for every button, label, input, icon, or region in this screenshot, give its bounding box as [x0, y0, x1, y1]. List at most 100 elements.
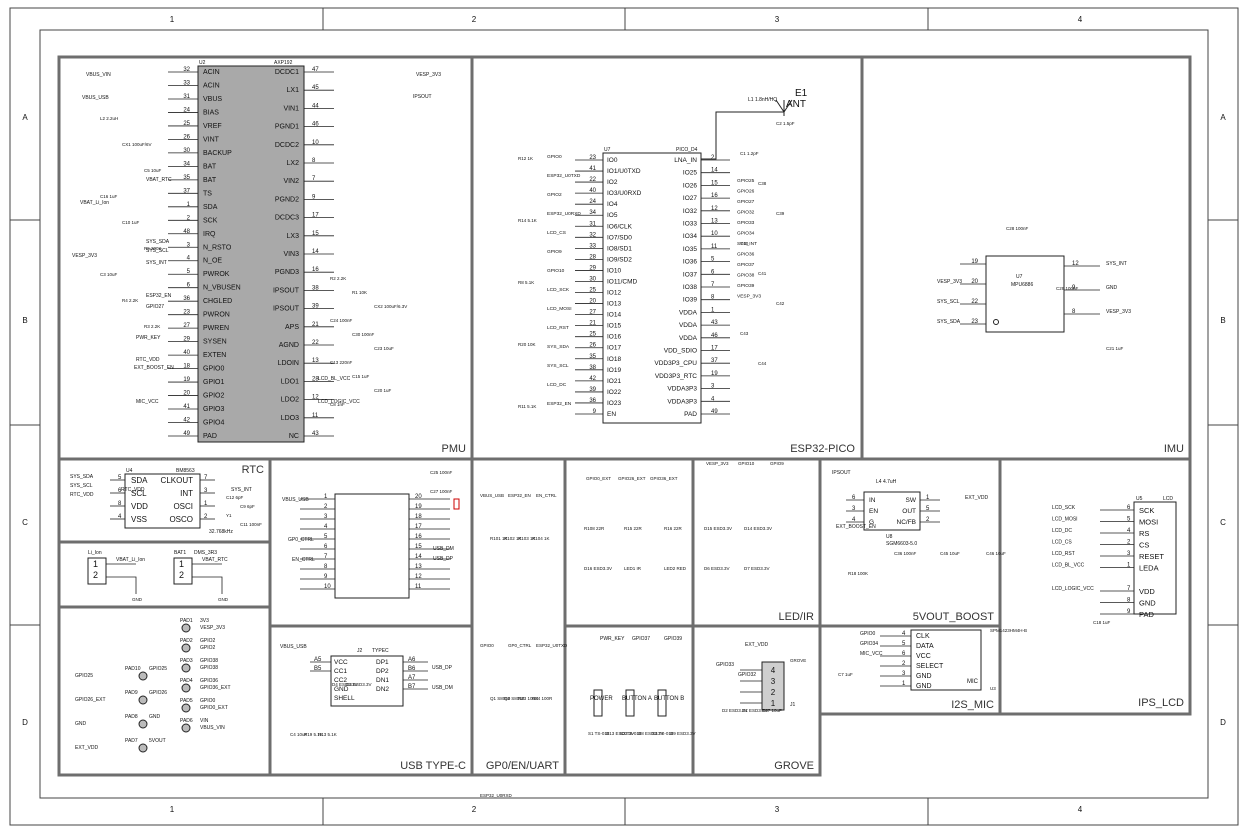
typec-body — [330, 655, 404, 707]
typec-pin-name: GND — [334, 686, 349, 693]
esp32-component-label: C40 — [740, 241, 749, 246]
esp32-pin-name: IO9/SD2 — [607, 256, 632, 263]
boost-pin-number: 1 — [926, 495, 930, 501]
pmu-pin-number: 2 — [187, 215, 191, 221]
pmu-component-label: C10 1uF — [122, 220, 140, 225]
lcd-pin-number: 3 — [1127, 551, 1131, 557]
esp32-component-label: C43 — [740, 331, 749, 336]
usb-uart-chip-body — [334, 493, 410, 599]
esp32-pin-name: IO32 — [683, 208, 697, 215]
esp32-chip-body — [602, 152, 702, 424]
button-label: POWER — [590, 696, 613, 702]
esp32-pin-number: 24 — [589, 199, 596, 205]
mic-pin-number: 4 — [902, 631, 906, 637]
grove-pin-number: 1 — [771, 699, 776, 708]
esp32-pin-number: 8 — [711, 295, 715, 301]
pmu-pin-name: VBUS — [203, 96, 222, 103]
pmu-net-label: VESP_3V3 — [72, 253, 97, 259]
esp32-rf-wire — [701, 111, 784, 160]
pmu-pin-number: 28 — [312, 376, 319, 382]
pmu-pin-name: LDO3 — [281, 415, 299, 422]
typec-part: TYPEC — [372, 648, 389, 654]
test-pad-icon — [138, 671, 148, 681]
pmu-pin-number: 35 — [183, 175, 190, 181]
esp32-pin-number: 33 — [589, 243, 596, 249]
mic-pin-name: VCC — [916, 653, 931, 660]
lcd-pin-number: 6 — [1127, 505, 1131, 511]
esp32-net-label: ESP32_U0TXD — [547, 173, 581, 179]
esp32-pin-name: IO25 — [683, 170, 697, 177]
mic-pin-name: GND — [916, 673, 932, 680]
pmu-pin-name: ACIN — [203, 82, 220, 89]
esp32-pin-number: 20 — [589, 299, 596, 305]
pmu-net-label: LCD_BL_VCC — [318, 376, 351, 382]
pmu-pin-name: SCK — [203, 217, 218, 224]
test-pad-icon — [181, 723, 191, 733]
lcd-pin-name: PAD — [1139, 610, 1154, 619]
pmu-pin-number: 19 — [183, 377, 190, 383]
grid-row-left: D — [22, 718, 28, 727]
lcd-pin-name: CS — [1139, 541, 1149, 550]
lcd-pin-number: 9 — [1127, 609, 1131, 615]
imu-net-label: SYS_SDA — [937, 319, 961, 325]
imu-cap-label: C29 100nF — [1056, 286, 1079, 291]
esp32-net-label: SYS_SDA — [547, 344, 570, 350]
pmu-pin-number: 23 — [183, 310, 190, 316]
gp0-net-label: EN_CTRL — [536, 493, 557, 498]
grove-pin-number: 3 — [771, 677, 776, 686]
test-pad-icon — [181, 623, 191, 633]
esp32-component-label: C41 — [758, 271, 767, 276]
pad-net: VBUS_VIN — [200, 725, 225, 731]
antenna-ref: E1 — [795, 88, 808, 99]
rtc-part: BM8563 — [176, 468, 195, 474]
led-ir-component-label: D16 ESD3.3V — [584, 566, 612, 571]
pmu-pin-name: PWROK — [203, 271, 230, 278]
esp32-part: PICO_D4 — [676, 147, 698, 153]
esp32-pin-number: 42 — [589, 376, 596, 382]
battery-wire — [192, 563, 223, 594]
rtc-component-label: C9 6pF — [240, 504, 255, 509]
esp32-net-label: LCD_MOSI — [547, 306, 572, 312]
pmu-net-label: MIC_VCC — [136, 399, 159, 405]
lcd-net-label: LCD_RST — [1052, 551, 1075, 557]
esp32-pin-number: 6 — [711, 269, 715, 275]
esp32-pin-number: 32 — [589, 232, 596, 238]
mic-ref: U3 — [990, 686, 996, 691]
esp32-pin-number: 7 — [711, 282, 715, 288]
lcd-part: LCD — [1163, 496, 1173, 502]
mic-body — [910, 629, 982, 691]
lcd-net-label: LCD_BL_VCC — [1052, 563, 1085, 569]
esp32-pin-name: IO36 — [683, 259, 697, 266]
typec-pin-name: CC1 — [334, 668, 347, 675]
pmu-pin-number: 15 — [312, 231, 319, 237]
pmu-pin-number: 41 — [183, 404, 190, 410]
esp32-pin-number: 25 — [589, 332, 596, 338]
pmu-pin-name: N_OE — [203, 258, 222, 265]
pmu-net-label: GPIO27 — [146, 304, 164, 310]
esp32-pin-name: IO27 — [683, 195, 697, 202]
led-ir-component-label: D15 ESD3.3V — [704, 526, 732, 531]
pmu-pin-number: 38 — [312, 285, 319, 291]
pad-ref: PAD6 — [180, 718, 193, 724]
panel-titles: PMU ESP32-PICO IMU RTC USB TYPE-C GP0/EN… — [242, 443, 1184, 772]
imu-cap-label: C21 1uF — [1106, 346, 1124, 351]
boost-component-label: C46 10uF — [986, 551, 1006, 556]
pmu-pin-name: DCDC2 — [275, 142, 299, 149]
boost-pin-name: IN — [869, 497, 876, 504]
gp0-net-label: ESP32_U0TXD — [536, 643, 568, 648]
usb-uart-pin-number: 20 — [415, 494, 422, 500]
mic-net-label: GPIO0 — [860, 631, 876, 637]
pmu-pin-name: TS — [203, 190, 212, 197]
panel-title-boost: 5VOUT_BOOST — [913, 611, 995, 623]
highlight-marker — [453, 498, 460, 510]
esp32-pin-name: IO10 — [607, 267, 621, 274]
pmu-pin-number: 31 — [183, 94, 190, 100]
pad-name: GPIO26 — [149, 690, 167, 696]
boost-inductor: L4 4.7uH — [876, 479, 897, 485]
esp32-pin-name: IO13 — [607, 301, 621, 308]
